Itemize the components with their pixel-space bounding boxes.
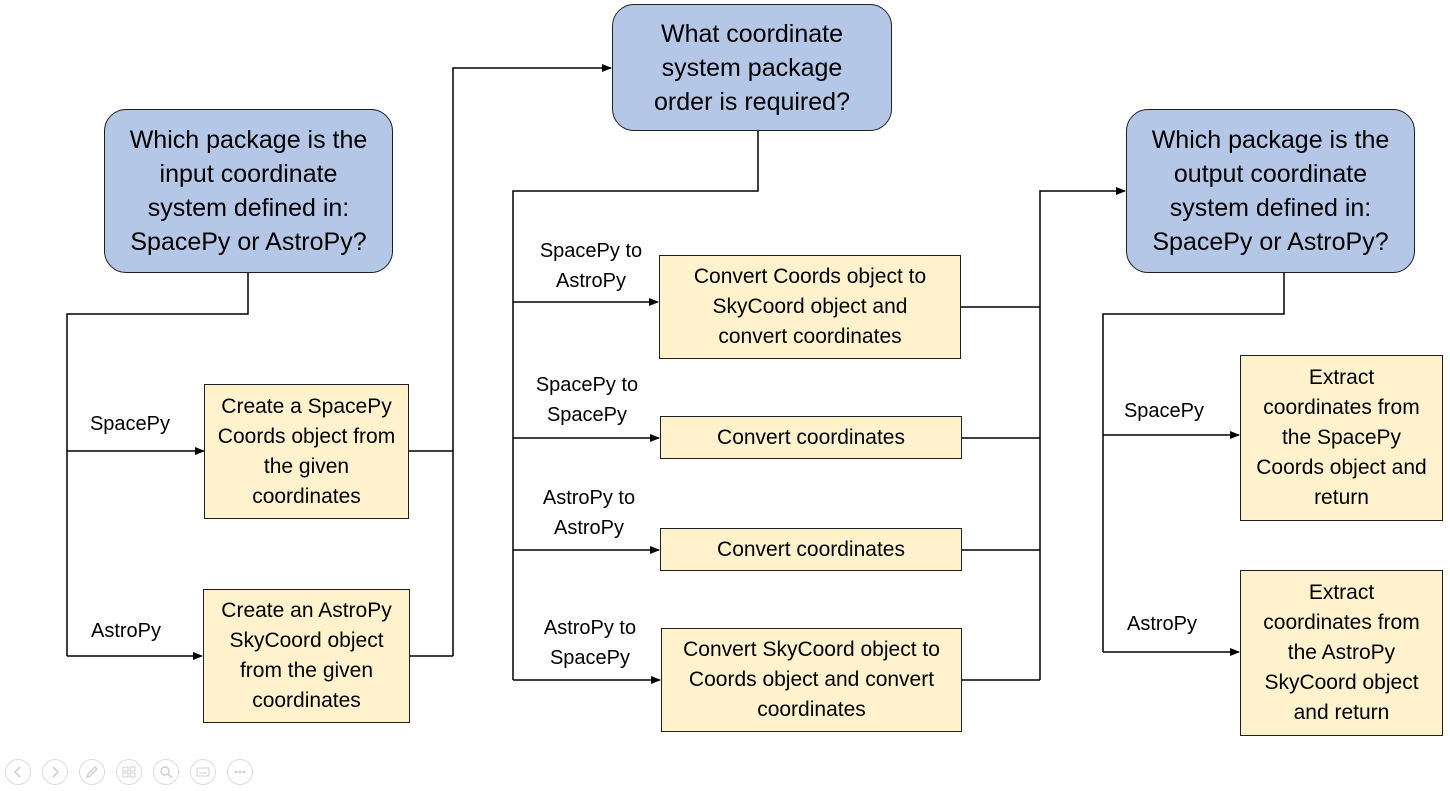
input-package-question: Which package is the input coordinate sy… xyxy=(104,109,393,273)
convert-coords-to-skycoord-box: Convert Coords object to SkyCoord object… xyxy=(659,255,961,359)
output-astropy-label: AstroPy xyxy=(1126,613,1198,635)
input-spacepy-label: SpacePy xyxy=(89,413,171,435)
arrow-to-output-question xyxy=(1039,187,1126,680)
extract-astropy-skycoord-box: Extract coordinates from the AstroPy Sky… xyxy=(1240,570,1443,736)
more-icon[interactable] xyxy=(227,759,253,785)
extract-spacepy-coords-box: Extract coordinates from the SpacePy Coo… xyxy=(1240,355,1443,521)
convert-coordinates-astropy-box: Convert coordinates xyxy=(660,528,962,571)
convert-skycoord-to-coords-box: Convert SkyCoord object to Coords object… xyxy=(661,628,962,732)
order-label-astropy-to-astropy: AstroPy to AstroPy xyxy=(542,487,636,539)
connector-output-to-branches xyxy=(1102,273,1285,652)
connector-order-to-branches xyxy=(512,131,759,680)
previous-icon[interactable] xyxy=(5,759,31,785)
output-package-question: Which package is the output coordinate s… xyxy=(1126,109,1415,273)
zoom-icon[interactable] xyxy=(153,759,179,785)
arrow-to-order-question xyxy=(452,64,612,656)
package-order-question: What coordinate system package order is … xyxy=(612,4,892,131)
create-spacepy-coords-box: Create a SpacePy Coords object from the … xyxy=(204,384,409,519)
connector-input-to-branches xyxy=(66,273,249,656)
order-label-spacepy-to-spacepy: SpacePy to SpacePy xyxy=(535,374,639,426)
order-label-spacepy-to-astropy: SpacePy to AstroPy xyxy=(539,240,643,292)
next-icon[interactable] xyxy=(42,759,68,785)
pen-icon[interactable] xyxy=(79,759,105,785)
slides-icon[interactable] xyxy=(116,759,142,785)
order-label-astropy-to-spacepy: AstroPy to SpacePy xyxy=(543,617,637,669)
convert-coordinates-spacepy-box: Convert coordinates xyxy=(660,416,962,459)
subtitles-icon[interactable] xyxy=(190,759,216,785)
create-astropy-skycoord-box: Create an AstroPy SkyCoord object from t… xyxy=(203,589,410,723)
output-spacepy-label: SpacePy xyxy=(1123,400,1205,422)
input-astropy-label: AstroPy xyxy=(90,620,162,642)
